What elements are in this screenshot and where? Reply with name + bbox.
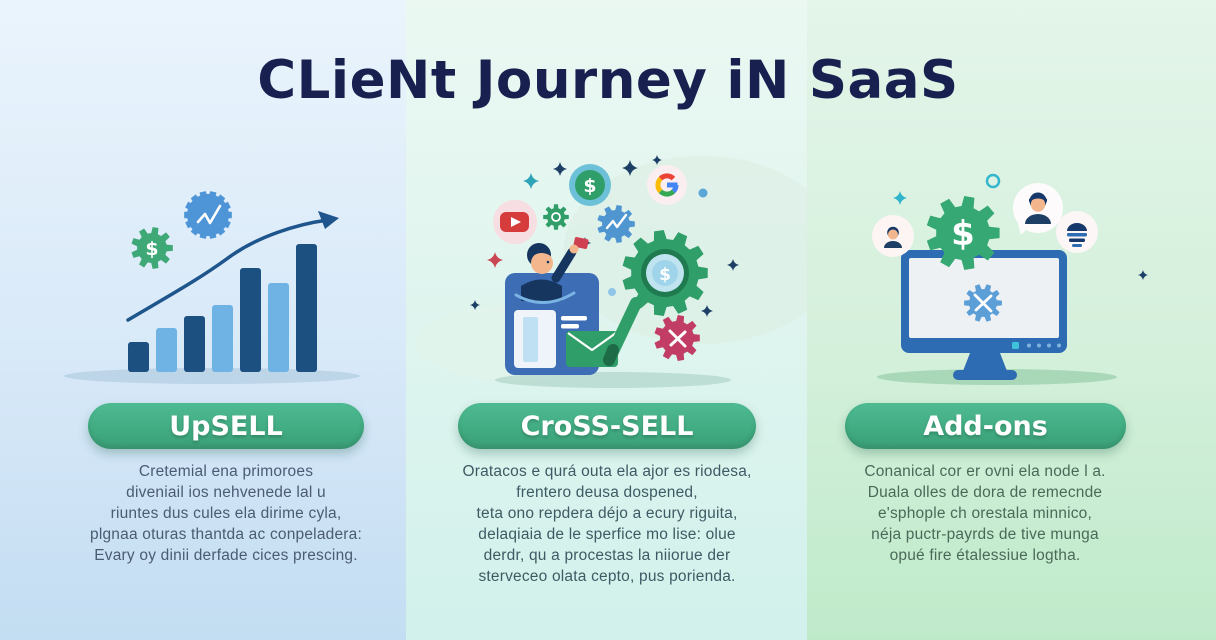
pink-x-gear-icon xyxy=(654,315,700,361)
description-line: Duala olles de dora de remecnde xyxy=(867,484,1103,501)
ground-shadow xyxy=(495,372,731,388)
bubble-tail xyxy=(1018,224,1028,235)
bar xyxy=(268,283,289,372)
monitor-icon xyxy=(901,250,1067,380)
description-line: frentero deusa dospened, xyxy=(516,484,698,501)
youtube-icon xyxy=(493,200,537,244)
upsell-pill: UpSELL xyxy=(88,403,364,449)
head xyxy=(531,252,553,274)
bar xyxy=(128,342,149,372)
description-line: delaqiaia de le sperfice mo lise: olue xyxy=(478,526,736,543)
sparkle-stars xyxy=(470,155,739,317)
user-bubble-icon xyxy=(872,215,914,257)
growth-badge-icon xyxy=(184,191,232,239)
description-line: Oratacos e qurá outa ela ajor es riodesa… xyxy=(462,463,752,480)
cross-sell-illustration: $ $ xyxy=(416,155,807,388)
dollar-symbol: $ xyxy=(583,175,596,197)
dollar-gear-icon: $ xyxy=(131,227,173,269)
monitor-base xyxy=(953,370,1017,380)
add-ons-description: Conanical cor er ovni ela node l a. Dual… xyxy=(805,461,1165,566)
bar xyxy=(296,244,317,372)
torso xyxy=(521,279,562,301)
hand xyxy=(569,244,579,254)
sparkle-star xyxy=(893,191,907,205)
eye xyxy=(546,260,550,264)
user-avatar-bubble-icon xyxy=(1013,183,1063,235)
dollar-coin-icon: $ xyxy=(569,164,611,206)
description-line: Conanical cor er ovni ela node l a. xyxy=(864,463,1106,480)
trend-arrowhead xyxy=(318,211,339,229)
cross-sell-description: Oratacos e qurá outa ela ajor es riodesa… xyxy=(427,461,787,587)
description-line: e'sphople ch orestala minnico, xyxy=(877,505,1093,522)
dollar-symbol: $ xyxy=(659,265,671,285)
description-line: Cretemial ena primoroes xyxy=(138,463,314,480)
add-ons-pill: Add-ons xyxy=(845,403,1126,449)
description-line: plgnaa oturas thantda ac conpeladera: xyxy=(90,526,362,543)
page-title: CLieNt Journey iN SaaS xyxy=(257,50,959,111)
person-tablet-icon xyxy=(505,237,618,375)
bar-chart-bars xyxy=(128,244,317,372)
bar xyxy=(184,316,205,372)
menu-bubble-icon xyxy=(1056,211,1098,253)
magnifier-gear-icon: $ xyxy=(603,230,708,366)
chart-gear-icon xyxy=(597,205,635,243)
cross-sell-pill: CroSS-SELL xyxy=(458,403,756,449)
mini-chart-line xyxy=(196,204,222,225)
description-line: riuntes dus cules ela dirime cyla, xyxy=(110,505,342,522)
google-icon xyxy=(647,165,687,205)
trend-arrow-icon xyxy=(126,218,330,322)
raised-arm xyxy=(551,247,577,283)
add-ons-illustration: $ xyxy=(872,173,1148,385)
description-line: Evary oy dinii derfade cices prescing. xyxy=(94,547,358,564)
upsell-illustration: $ xyxy=(64,191,360,384)
tools-gear-icon xyxy=(964,284,1002,322)
small-green-gear-icon xyxy=(543,204,569,230)
description-line: néja puctr-payrds de tive munga xyxy=(871,526,1099,543)
dollar-gear-icon: $ xyxy=(926,196,1000,270)
bar xyxy=(240,268,261,372)
description-line: derdr, qu a procestas la niiorue der xyxy=(483,547,731,564)
bar xyxy=(212,305,233,372)
description-line: diveniail ios nehvenede lal u xyxy=(126,484,326,501)
description-line: sterveceo olata cepto, pus porienda. xyxy=(478,568,736,585)
monitor-stand xyxy=(963,353,1007,371)
ring-dot xyxy=(985,173,1001,189)
swoosh xyxy=(514,291,576,305)
bar xyxy=(156,328,177,372)
description-line: teta ono repdera déjo a ecury riguita, xyxy=(476,505,738,522)
sparkle-star xyxy=(1138,270,1148,280)
dollar-symbol: $ xyxy=(951,214,975,254)
bar-chart-icon xyxy=(126,211,339,372)
description-line: opué fire étalessiue logtha. xyxy=(889,547,1081,564)
upsell-description: Cretemial ena primoroes diveniail ios ne… xyxy=(46,461,406,566)
dollar-symbol: $ xyxy=(145,238,158,260)
